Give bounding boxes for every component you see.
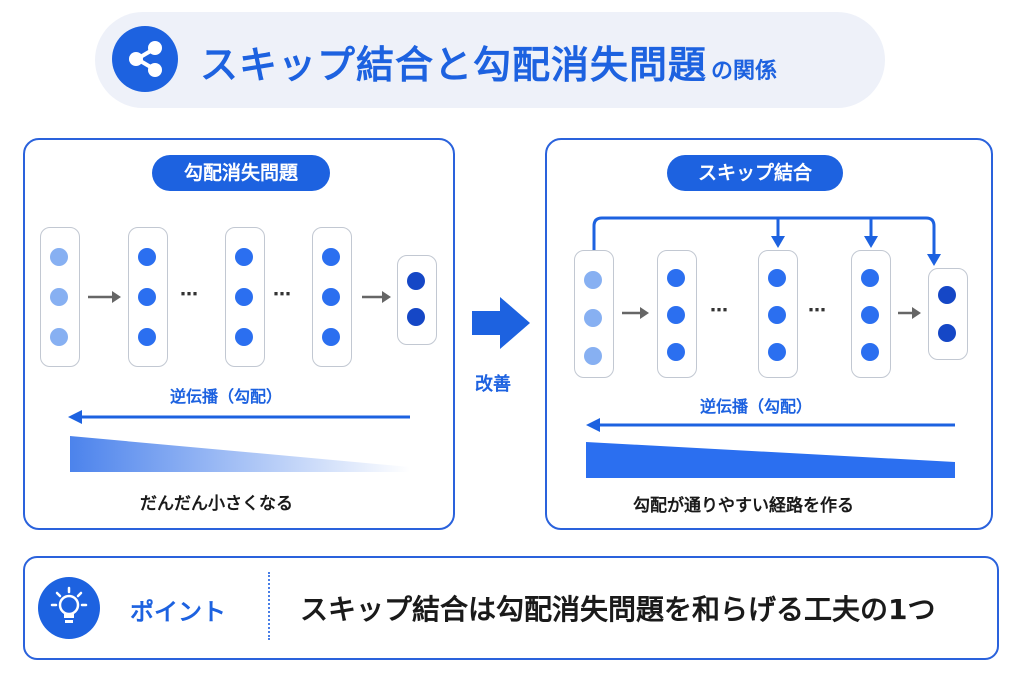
node	[235, 248, 253, 266]
node	[861, 343, 879, 361]
backprop-label-left: 逆伝播（勾配）	[170, 387, 283, 406]
title-sub: の関係	[711, 59, 778, 84]
lightbulb-icon	[38, 577, 100, 639]
node	[50, 248, 68, 266]
node	[768, 269, 786, 287]
skip-connection-label: スキップ結合	[667, 155, 843, 191]
node	[138, 248, 156, 266]
hidden-layer	[657, 250, 697, 378]
ellipsis: ⋯	[180, 284, 200, 305]
hidden-layer	[225, 227, 265, 367]
hidden-layer	[312, 227, 352, 367]
skip-caption: 勾配が通りやすい経路を作る	[633, 496, 854, 516]
point-text: スキップ結合は勾配消失問題を和らげる工夫の1つ	[300, 593, 936, 626]
page-title: スキップ結合と勾配消失問題の関係	[200, 34, 777, 89]
node	[667, 343, 685, 361]
node	[861, 306, 879, 324]
ellipsis: ⋯	[808, 300, 828, 321]
point-label: ポイント	[130, 598, 226, 626]
node	[584, 271, 602, 289]
node	[322, 248, 340, 266]
node	[138, 328, 156, 346]
skip-connection-path	[592, 216, 936, 256]
node	[235, 328, 253, 346]
output-layer	[928, 268, 968, 360]
node	[584, 347, 602, 365]
node	[667, 269, 685, 287]
title-banner	[95, 12, 885, 108]
vanishing-caption: だんだん小さくなる	[140, 494, 293, 514]
fading-gradient-wedge	[70, 436, 410, 472]
ellipsis: ⋯	[710, 300, 730, 321]
node	[768, 343, 786, 361]
hidden-layer	[851, 250, 891, 378]
improvement-label: 改善	[475, 374, 511, 395]
node	[50, 288, 68, 306]
hidden-layer	[128, 227, 168, 367]
node	[407, 272, 425, 290]
node	[938, 324, 956, 342]
title-main: スキップ結合と勾配消失問題	[200, 43, 708, 87]
hidden-layer	[758, 250, 798, 378]
divider	[268, 572, 270, 640]
output-layer	[397, 255, 437, 345]
sustained-gradient-wedge	[586, 442, 955, 478]
share-icon	[112, 26, 178, 92]
vanishing-gradient-label: 勾配消失問題	[152, 155, 330, 191]
right-arrow-icon	[472, 297, 530, 349]
node	[322, 288, 340, 306]
input-layer	[40, 227, 80, 367]
node	[407, 308, 425, 326]
node	[50, 328, 68, 346]
ellipsis: ⋯	[273, 284, 293, 305]
node	[667, 306, 685, 324]
node	[768, 306, 786, 324]
backprop-label-right: 逆伝播（勾配）	[700, 397, 813, 416]
node	[322, 328, 340, 346]
node	[584, 309, 602, 327]
node	[138, 288, 156, 306]
input-layer	[574, 250, 614, 378]
node	[861, 269, 879, 287]
node	[938, 286, 956, 304]
node	[235, 288, 253, 306]
key-point-box	[23, 556, 999, 660]
